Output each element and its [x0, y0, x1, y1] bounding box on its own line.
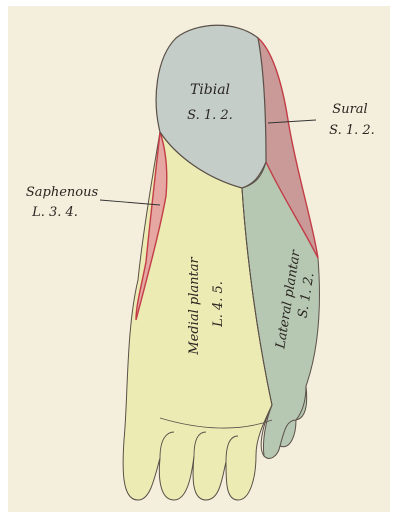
- medial-plantar-label: Medial plantar: [187, 257, 202, 356]
- sural-segments: S. 1. 2.: [329, 123, 375, 138]
- sural-label: Sural: [332, 102, 367, 117]
- saphenous-label: Saphenous: [26, 185, 99, 200]
- tibial-segments: S. 1. 2.: [187, 108, 233, 123]
- tibial-label: Tibial: [190, 82, 230, 98]
- medial-plantar-segments: L. 4. 5.: [211, 281, 226, 328]
- saphenous-segments: L. 3. 4.: [31, 205, 78, 220]
